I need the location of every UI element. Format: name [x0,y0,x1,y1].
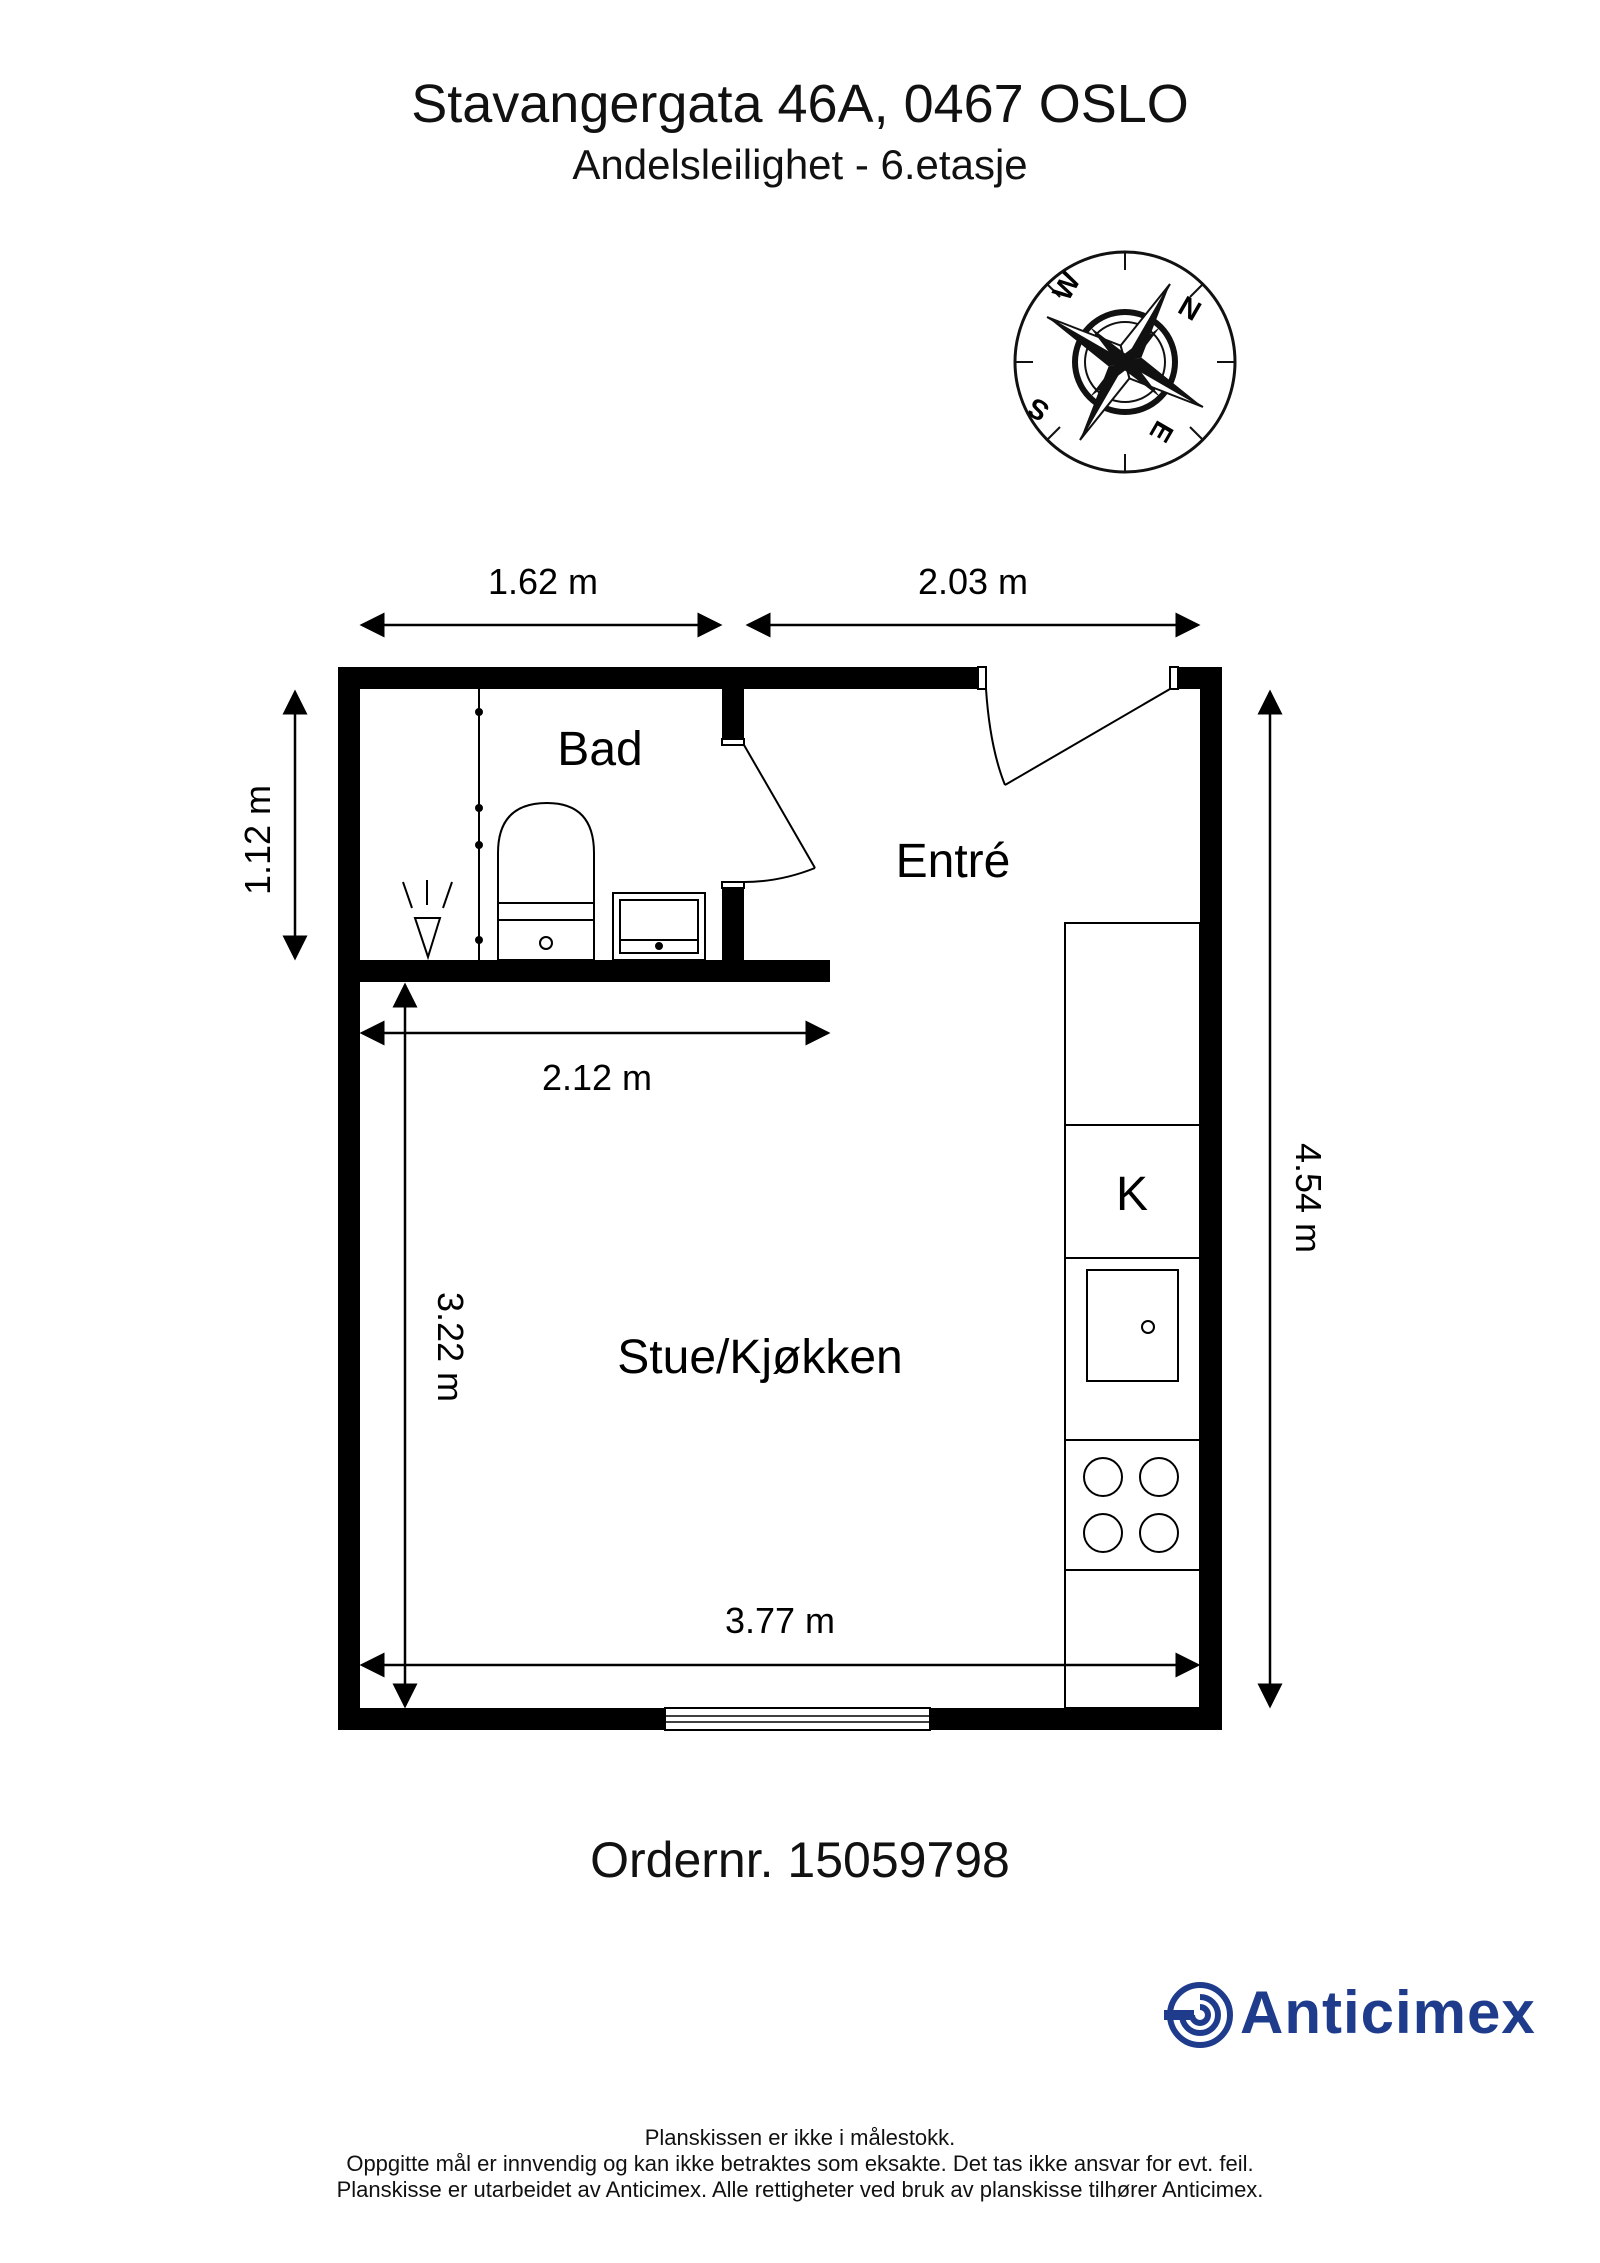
bath-door [721,738,816,889]
kitchen-counter [1064,922,1201,1709]
compass-rose-icon: N E S W [1013,250,1237,474]
toilet-icon [497,801,595,961]
room-label-entry: Entré [896,835,1011,888]
unit-subtitle: Andelsleilighet - 6.etasje [572,141,1028,188]
dimension-lines [282,612,1283,1709]
disclaimer-line-3: Planskisse er utarbeidet av Anticimex. A… [336,2177,1264,2202]
bath-sink-icon [612,892,706,961]
room-label-bath: Bad [557,723,642,776]
disclaimer-line-1: Planskissen er ikke i målestokk. [644,2125,956,2150]
dim-bath-inner-width: 2.12 m [542,1057,652,1098]
order-number: Ordernr. 15059798 [590,1832,1010,1888]
dim-entry-width: 2.03 m [918,561,1028,602]
walls [338,667,1222,1730]
room-label-living: Stue/Kjøkken [617,1331,902,1384]
dim-living-depth: 3.22 m [430,1292,471,1402]
fridge-label: K [1116,1168,1148,1221]
dim-bath-width: 1.62 m [488,561,598,602]
bath-fixtures [402,689,483,961]
address-title: Stavangergata 46A, 0467 OSLO [411,74,1189,134]
anticimex-logo: Anticimex [1160,1975,1540,2055]
compass-west-label: W [1046,267,1086,306]
window [664,1707,931,1731]
stove-icon [1083,1457,1179,1553]
dim-total-depth: 4.54 m [1288,1143,1329,1253]
anticimex-logo-icon [1164,1982,1233,2048]
disclaimer-line-2: Oppgitte mål er innvendig og kan ikke be… [346,2151,1254,2176]
entry-door [977,666,1179,786]
compass-east-label: E [1143,416,1179,448]
compass-north-label: N [1173,290,1206,327]
dim-living-width: 3.77 m [725,1600,835,1641]
brand-name: Anticimex [1240,1979,1536,2046]
dim-bath-depth: 1.12 m [237,785,278,895]
kitchen-sink-icon [1086,1269,1179,1382]
